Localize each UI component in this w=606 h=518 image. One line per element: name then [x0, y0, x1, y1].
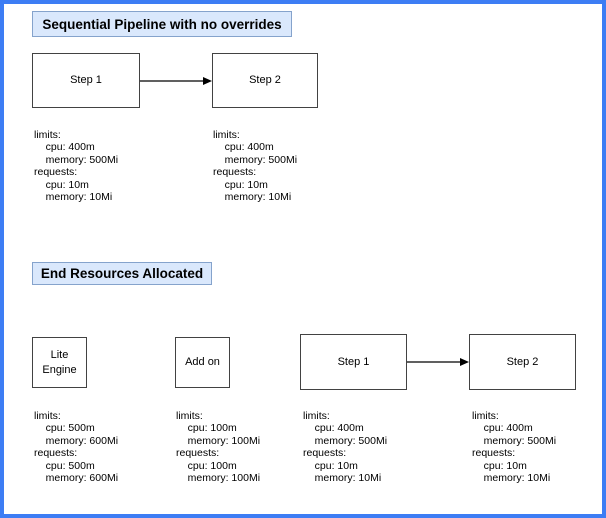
- resources-text-add-on: limits: cpu: 100m memory: 100Mi requests…: [176, 410, 261, 485]
- node-step-1: Step 1: [32, 53, 140, 108]
- node-add-on: Add on: [175, 337, 230, 388]
- section-title-sequential-pipeline: Sequential Pipeline with no overrides: [32, 11, 292, 37]
- resources-text-step-1-allocated: limits: cpu: 400m memory: 500Mi requests…: [303, 410, 388, 485]
- arrow-right-icon: [407, 358, 469, 366]
- node-step-1-allocated: Step 1: [300, 334, 407, 390]
- resources-text-step-1: limits: cpu: 400m memory: 500Mi requests…: [34, 129, 119, 204]
- arrow-right-icon: [140, 77, 212, 85]
- node-step-2: Step 2: [212, 53, 318, 108]
- resources-text-step-2-allocated: limits: cpu: 400m memory: 500Mi requests…: [472, 410, 557, 485]
- node-lite-engine: Lite Engine: [32, 337, 87, 388]
- resources-text-lite-engine: limits: cpu: 500m memory: 600Mi requests…: [34, 410, 119, 485]
- section-title-end-resources: End Resources Allocated: [32, 262, 212, 285]
- node-step-2-allocated: Step 2: [469, 334, 576, 390]
- resources-text-step-2: limits: cpu: 400m memory: 500Mi requests…: [213, 129, 298, 204]
